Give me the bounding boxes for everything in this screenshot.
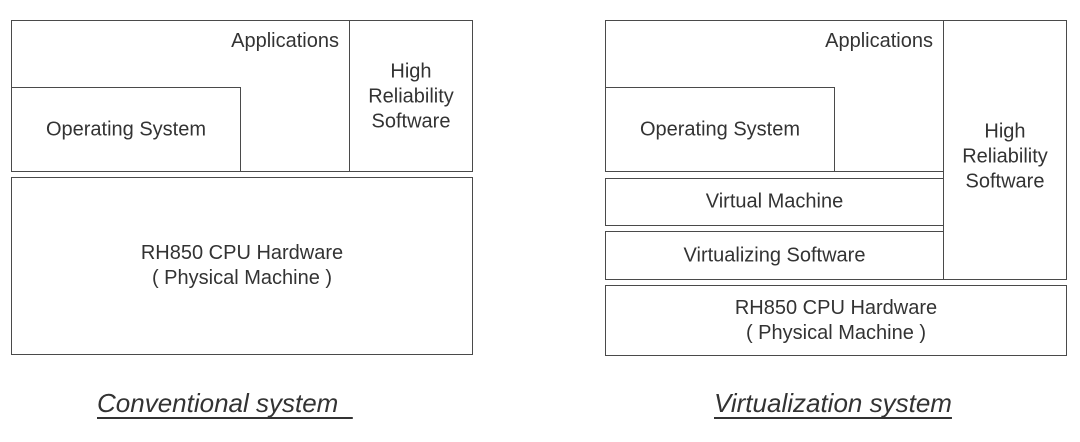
conventional-hardware-label: RH850 CPU Hardware ( Physical Machine ): [140, 242, 344, 289]
virtualizing-software-box: Virtualizing Software: [605, 231, 944, 280]
virtualization-high-reliability-box: High Reliability Software: [943, 20, 1067, 280]
virtualization-hardware-label: RH850 CPU Hardware ( Physical Machine ): [734, 296, 938, 344]
virtualization-operating-system-label: Operating System: [639, 118, 801, 140]
virtualization-applications-label: Applications: [825, 30, 933, 52]
virtual-machine-box: Virtual Machine: [605, 178, 944, 226]
conventional-hardware-box: RH850 CPU Hardware ( Physical Machine ): [11, 177, 473, 355]
virtualization-high-reliability-label: High Reliability Software: [962, 120, 1048, 193]
conventional-high-reliability-box: High Reliability Software: [349, 20, 473, 172]
conventional-high-reliability-label: High Reliability Software: [368, 60, 454, 133]
conventional-operating-system-label: Operating System: [45, 118, 207, 140]
conventional-operating-system-box: Operating System: [11, 87, 241, 172]
conventional-applications-label: Applications: [231, 30, 339, 52]
virtualization-hardware-box: RH850 CPU Hardware ( Physical Machine ): [605, 285, 1067, 356]
virtualization-caption: Virtualization system: [714, 388, 952, 418]
virtualizing-software-label: Virtualizing Software: [683, 244, 866, 266]
virtual-machine-label: Virtual Machine: [705, 190, 844, 213]
conventional-caption: Conventional system: [97, 388, 353, 418]
virtualization-operating-system-box: Operating System: [605, 87, 835, 172]
